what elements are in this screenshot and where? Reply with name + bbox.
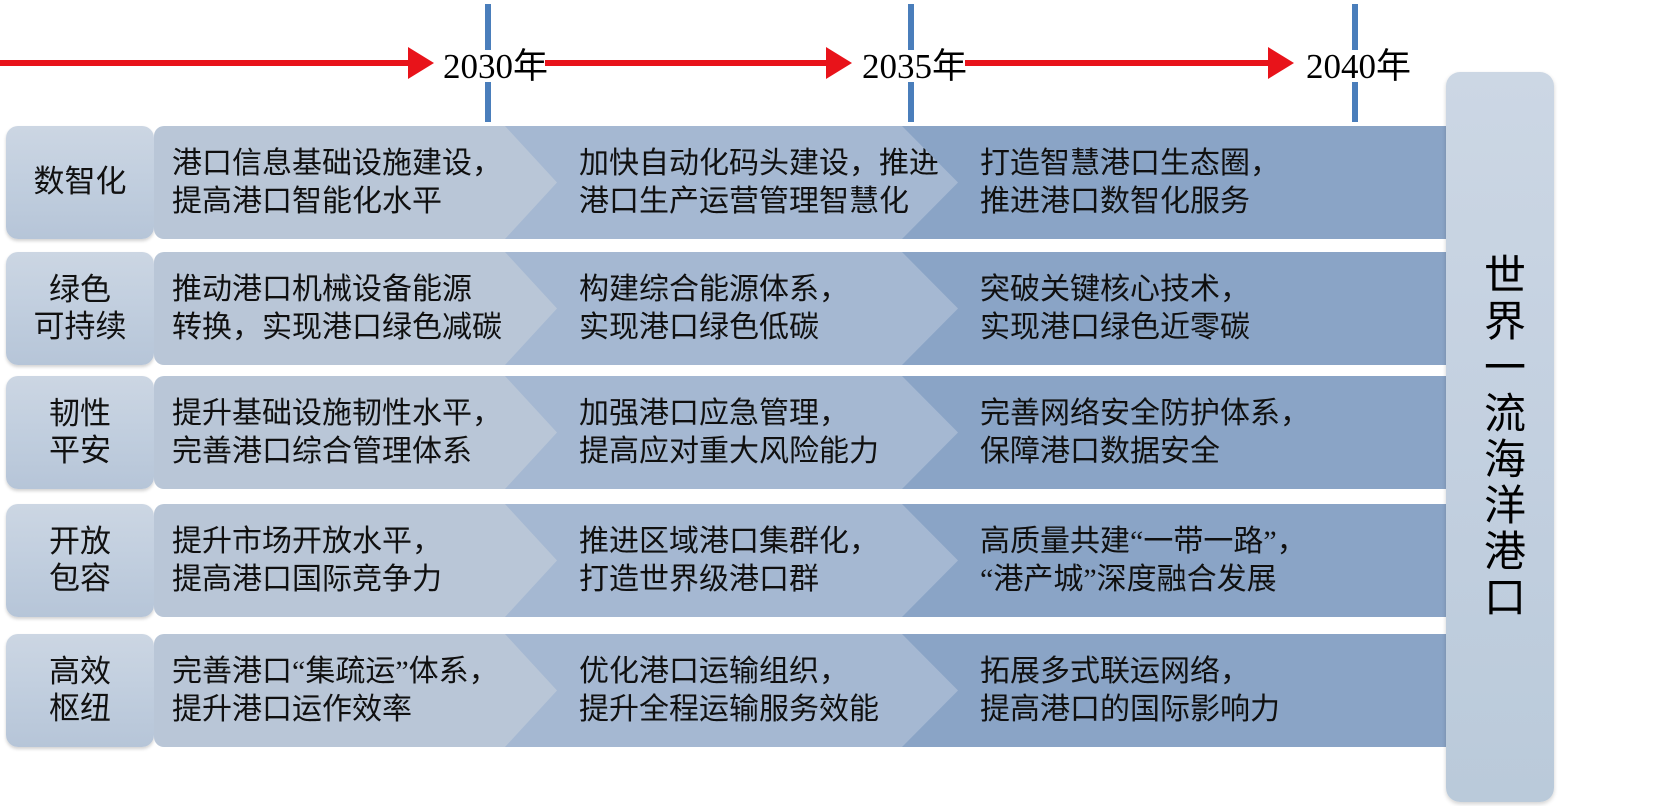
- goal-label: 世界一流海洋港口: [1477, 253, 1524, 621]
- timeline-tick-2030-bottom: [485, 82, 491, 122]
- stage-chevron-r1-s1[interactable]: 港口信息基础设施建设， 提高港口智能化水平: [154, 126, 572, 239]
- row-category-label: 数智化: [33, 164, 127, 200]
- timeline-tick-2040-bottom: [1352, 82, 1358, 122]
- timeline-tick-2035-top: [908, 4, 914, 50]
- timeline-segment-2: [545, 60, 831, 66]
- stage-text: 加快自动化码头建设，推进 港口生产运营管理智慧化: [579, 147, 939, 218]
- stage-chevron-r4-s1[interactable]: 提升市场开放水平， 提高港口国际竞争力: [154, 504, 572, 617]
- timeline-year-2030: 2030年: [443, 47, 549, 86]
- row-category-label: 绿色 可持续: [33, 271, 127, 344]
- timeline-axis: 2030年 2035年 2040年: [0, 0, 1664, 122]
- row-category-4[interactable]: 开放 包容: [6, 504, 154, 617]
- stage-text: 港口信息基础设施建设， 提高港口智能化水平: [172, 147, 502, 218]
- timeline-arrowhead-3: [1268, 47, 1294, 79]
- stage-chevron-r3-s1[interactable]: 提升基础设施韧性水平， 完善港口综合管理体系: [154, 376, 572, 489]
- timeline-tick-2040-top: [1352, 4, 1358, 50]
- goal-box[interactable]: 世界一流海洋港口: [1446, 72, 1554, 802]
- timeline-year-2035: 2035年: [862, 47, 968, 86]
- row-category-2[interactable]: 绿色 可持续: [6, 252, 154, 365]
- stage-text: 推进区域港口集群化， 打造世界级港口群: [579, 525, 879, 596]
- timeline-arrowhead-2: [826, 47, 852, 79]
- stage-text: 提升市场开放水平， 提高港口国际竞争力: [172, 525, 442, 596]
- stage-text: 构建综合能源体系， 实现港口绿色低碳: [579, 273, 849, 344]
- stage-chevron-r1-s2[interactable]: 加快自动化码头建设，推进 港口生产运营管理智慧化: [505, 126, 1025, 239]
- stage-chevron-r1-s3[interactable]: 打造智慧港口生态圈， 推进港口数智化服务: [902, 126, 1518, 239]
- timeline-segment-3: [965, 60, 1273, 66]
- stage-chevron-r5-s3[interactable]: 拓展多式联运网络， 提高港口的国际影响力: [902, 634, 1518, 747]
- stage-chevron-r2-s3[interactable]: 突破关键核心技术， 实现港口绿色近零碳: [902, 252, 1518, 365]
- stage-text: 优化港口运输组织， 提升全程运输服务效能: [579, 655, 879, 726]
- stage-chevron-r3-s3[interactable]: 完善网络安全防护体系， 保障港口数据安全: [902, 376, 1518, 489]
- stage-text: 突破关键核心技术， 实现港口绿色近零碳: [980, 273, 1250, 344]
- stage-text: 高质量共建“一带一路”， “港产城”深度融合发展: [980, 525, 1307, 596]
- stage-text: 完善网络安全防护体系， 保障港口数据安全: [980, 397, 1310, 468]
- row-category-1[interactable]: 数智化: [6, 126, 154, 239]
- timeline-arrowhead-1: [408, 47, 434, 79]
- row-category-3[interactable]: 韧性 平安: [6, 376, 154, 489]
- stage-text: 加强港口应急管理， 提高应对重大风险能力: [579, 397, 879, 468]
- timeline-segment-1: [0, 60, 408, 66]
- timeline-tick-2035-bottom: [908, 82, 914, 122]
- stage-text: 打造智慧港口生态圈， 推进港口数智化服务: [980, 147, 1280, 218]
- stage-text: 推动港口机械设备能源 转换，实现港口绿色减碳: [172, 273, 502, 344]
- stage-text: 提升基础设施韧性水平， 完善港口综合管理体系: [172, 397, 502, 468]
- row-category-label: 韧性 平安: [49, 395, 111, 468]
- row-category-label: 高效 枢纽: [49, 653, 111, 726]
- row-category-5[interactable]: 高效 枢纽: [6, 634, 154, 747]
- row-category-label: 开放 包容: [49, 523, 111, 596]
- stage-chevron-r2-s1[interactable]: 推动港口机械设备能源 转换，实现港口绿色减碳: [154, 252, 572, 365]
- stage-text: 拓展多式联运网络， 提高港口的国际影响力: [980, 655, 1280, 726]
- timeline-year-2040: 2040年: [1306, 47, 1412, 86]
- stage-text: 完善港口“集疏运”体系， 提升港口运作效率: [172, 655, 499, 726]
- stage-chevron-r4-s3[interactable]: 高质量共建“一带一路”， “港产城”深度融合发展: [902, 504, 1518, 617]
- stage-chevron-r5-s1[interactable]: 完善港口“集疏运”体系， 提升港口运作效率: [154, 634, 572, 747]
- timeline-tick-2030-top: [485, 4, 491, 50]
